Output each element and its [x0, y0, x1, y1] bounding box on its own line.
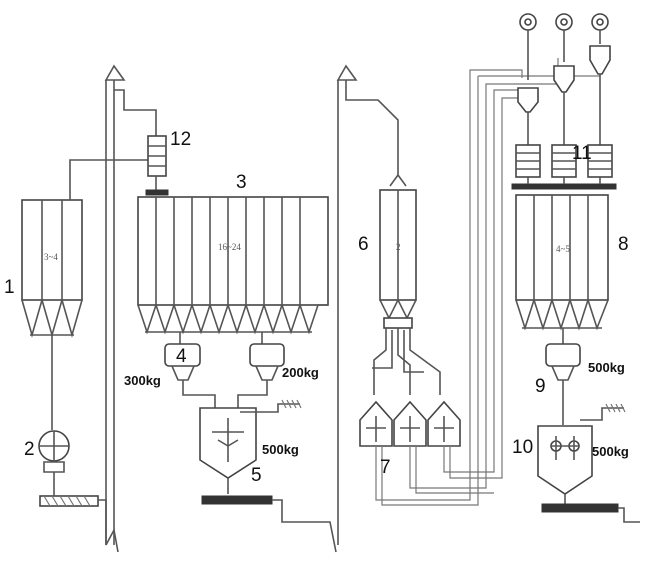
screw-conveyor-left: [39, 472, 107, 545]
scale-hopper-200: [237, 332, 285, 408]
bin-bank-8: [515, 194, 609, 331]
label-7: 7: [380, 457, 391, 478]
bin-bank-3: [137, 196, 329, 335]
weight-500kg-scale9: 500kg: [588, 360, 625, 375]
weight-500kg-mixer10: 500kg: [592, 444, 629, 459]
mixer-10: [537, 403, 640, 523]
bin-1-mark: 3~4: [44, 252, 58, 262]
belt-conveyor-5: [201, 495, 337, 553]
label-6: 6: [358, 234, 369, 255]
mixers-7: [359, 400, 461, 447]
bin-8-mark: 4~5: [556, 244, 570, 254]
rotary-feeder-2: [38, 430, 70, 473]
label-8: 8: [618, 234, 629, 255]
bin-6-mark: 2: [396, 242, 401, 252]
weight-200kg: 200kg: [282, 365, 319, 380]
weight-500kg-mixer5: 500kg: [262, 442, 299, 457]
bucket-elevator-left: [69, 64, 157, 553]
label-10: 10: [512, 437, 533, 458]
bin-3-mark: 16~24: [218, 242, 241, 252]
label-4: 4: [176, 346, 187, 367]
scale-hopper-9: [545, 328, 581, 425]
bucket-elevator-middle: [336, 64, 399, 545]
label-3: 3: [236, 172, 247, 193]
label-5: 5: [251, 465, 262, 486]
cyclones-fans: [517, 13, 611, 145]
bin-6: [372, 173, 441, 395]
bin-group-1: [21, 199, 83, 430]
scale-hopper-4: [164, 332, 216, 408]
mixer-5: [199, 399, 302, 494]
label-9: 9: [535, 376, 546, 397]
label-1: 1: [4, 277, 15, 298]
label-11: 11: [572, 143, 592, 164]
label-12: 12: [170, 129, 191, 150]
weight-300kg: 300kg: [124, 373, 161, 388]
dust-filter-12: [145, 135, 169, 196]
filters-11: [511, 144, 617, 190]
label-2: 2: [24, 439, 35, 460]
